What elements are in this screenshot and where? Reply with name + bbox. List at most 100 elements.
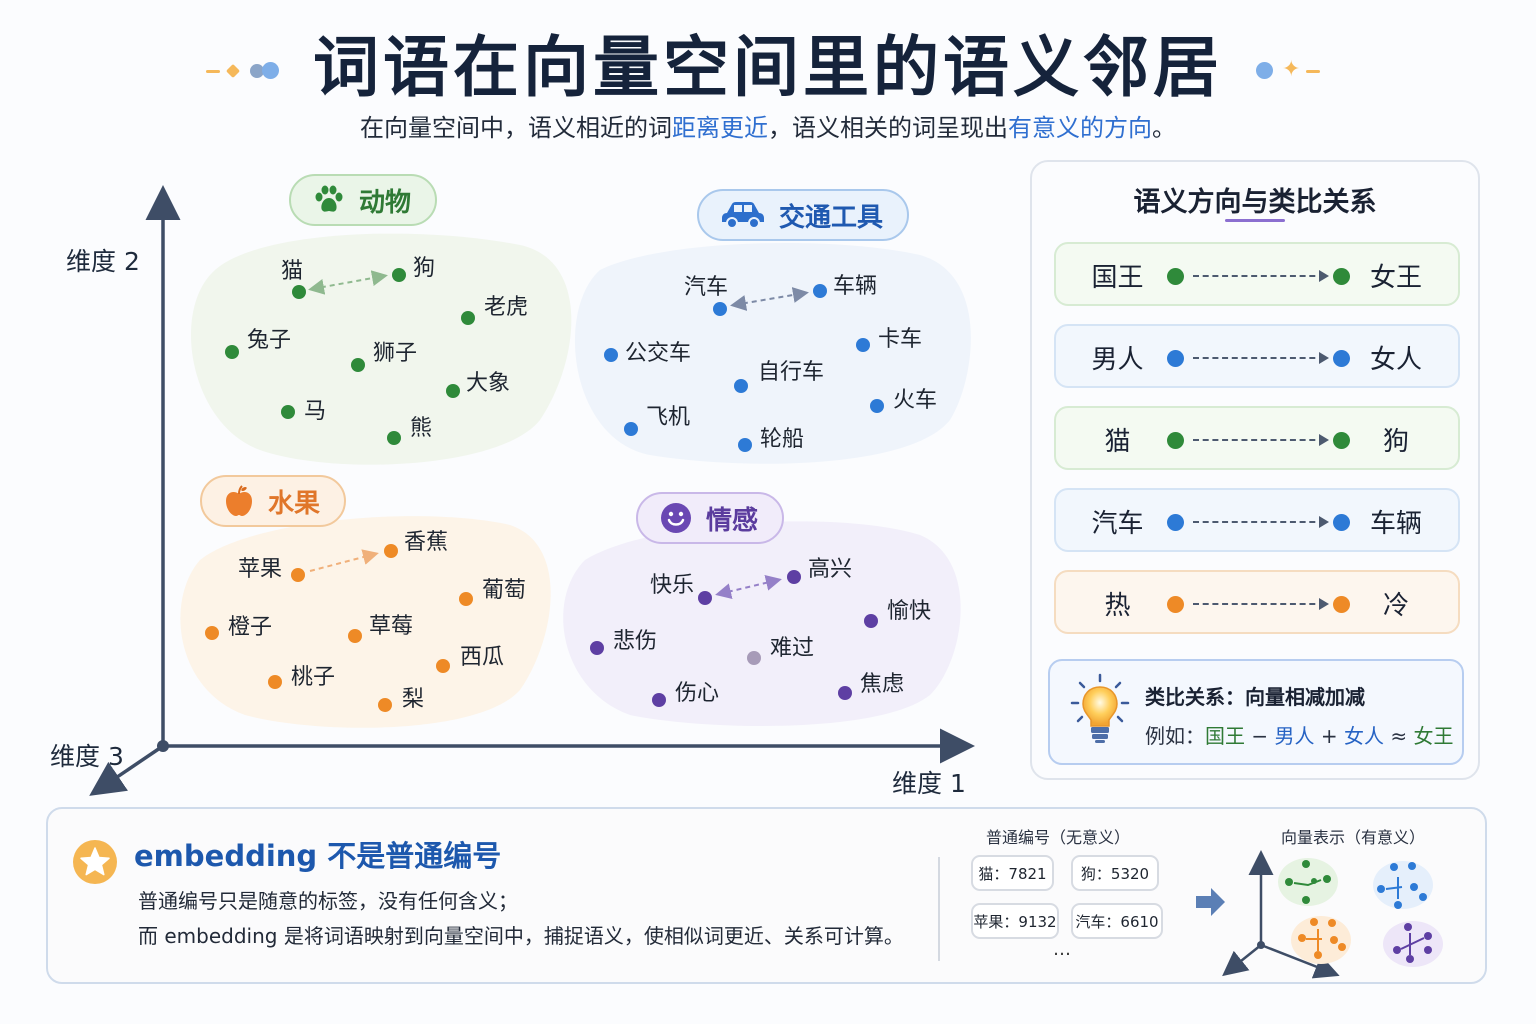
lightbulb-icon	[1070, 673, 1130, 749]
page-title: 词语在向量空间里的语义邻居	[313, 29, 1223, 106]
relation-row: 汽车 车辆	[1054, 488, 1460, 552]
relation-to: 车辆	[1369, 509, 1422, 539]
code-chip: 狗：5320	[1071, 855, 1159, 891]
subtitle-text: 在向量空间中，语义相近的词	[360, 114, 672, 142]
relation-from: 猫	[1104, 427, 1131, 457]
word-label: 难过	[770, 636, 815, 661]
eq-term: 女人	[1343, 724, 1384, 748]
word-label: 香蕉	[404, 530, 449, 555]
relation-dot	[1333, 596, 1350, 613]
right-arrow-icon	[1196, 887, 1226, 921]
explanation-line-1: 普通编号只是随意的标签，没有任何含义；	[138, 889, 518, 913]
analogy-panel-title: 语义方向与类比关系	[1133, 187, 1377, 218]
dashed-arrow-icon	[1193, 516, 1329, 528]
relation-row: 国王 女王	[1054, 242, 1460, 306]
relation-from: 男人	[1091, 345, 1144, 375]
word-label: 老虎	[484, 295, 529, 320]
relation-row: 男人 女人	[1054, 324, 1460, 388]
paw-icon	[313, 185, 345, 215]
code-chip: 猫：7821	[971, 855, 1054, 891]
word-label: 猫	[281, 259, 304, 284]
dashed-arrow-icon	[1193, 434, 1329, 446]
word-label: 焦虑	[860, 672, 905, 697]
relation-to: 女人	[1369, 345, 1422, 375]
title-decoration-right: ✦	[1256, 59, 1326, 82]
vector-repr-title: 向量表示（有意义）	[1281, 828, 1426, 847]
eq-prefix: 例如：	[1145, 724, 1205, 748]
vehicles-cluster-label: 交通工具	[779, 202, 884, 233]
tip-title: 类比关系：向量相减加减	[1145, 685, 1365, 709]
relation-dot	[1167, 514, 1184, 531]
car-icon	[721, 201, 765, 229]
word-label: 兔子	[247, 328, 292, 353]
eq-operator: ≈	[1383, 724, 1414, 748]
explanation-line-2: 而 embedding 是将词语映射到向量空间中，捕捉语义，使相似词更近、关系可…	[138, 924, 904, 948]
emotions-cluster-tag: 情感	[636, 492, 785, 544]
word-label: 火车	[893, 388, 938, 413]
relation-dot	[1167, 432, 1184, 449]
word-label: 卡车	[878, 327, 923, 352]
word-label: 悲伤	[613, 629, 658, 654]
word-label: 伤心	[675, 681, 720, 706]
emotions-cluster-region	[563, 521, 961, 727]
dashed-arrow-icon	[1193, 598, 1329, 610]
word-label: 狗	[413, 256, 436, 281]
relation-to: 冷	[1382, 591, 1409, 621]
eq-operator: +	[1314, 724, 1344, 748]
word-label: 自行车	[758, 360, 825, 385]
word-label: 车辆	[833, 274, 878, 299]
relation-from: 热	[1104, 591, 1131, 621]
word-label: 葡萄	[482, 578, 527, 603]
relation-row: 猫 狗	[1054, 406, 1460, 470]
code-chip: 苹果：9132	[971, 903, 1059, 939]
word-label: 愉快	[887, 599, 932, 624]
dashed-arrow-icon	[1193, 270, 1329, 282]
code-chip: 汽车：6610	[1071, 903, 1163, 939]
relation-to: 女王	[1369, 263, 1422, 293]
relation-dot	[1167, 350, 1184, 367]
axis-label-dim3: 维度 3	[50, 742, 124, 771]
relation-dot	[1333, 514, 1350, 531]
word-label: 西瓜	[460, 645, 505, 670]
word-label: 草莓	[369, 614, 414, 639]
word-label: 梨	[402, 687, 425, 712]
eq-term: 国王	[1205, 724, 1245, 748]
eq-term: 女王	[1413, 724, 1454, 748]
page-subtitle: 在向量空间中，语义相近的词距离更近，语义相关的词呈现出有意义的方向。	[0, 108, 1536, 143]
apple-icon	[224, 485, 254, 517]
ellipsis: …	[1053, 939, 1071, 960]
axis-label-dim2: 维度 2	[66, 247, 140, 276]
mini-vector-space-icon	[1222, 850, 1443, 979]
relation-dot	[1167, 596, 1184, 613]
subtitle-highlight-direction: 有意义的方向	[1008, 114, 1152, 142]
animals-cluster-label: 动物	[359, 187, 412, 218]
subtitle-text: 。	[1152, 114, 1176, 142]
word-label: 公交车	[625, 341, 692, 366]
word-label: 狮子	[373, 341, 418, 366]
relation-from: 汽车	[1091, 509, 1144, 539]
smiley-icon	[660, 502, 692, 534]
divider	[938, 857, 940, 961]
title-underline	[1225, 219, 1285, 222]
emotions-cluster-label: 情感	[706, 505, 759, 536]
analogy-panel: 语义方向与类比关系 国王 女王 男人 女人 猫 狗 汽车 车辆 热 冷	[1030, 160, 1480, 780]
word-label: 苹果	[238, 557, 283, 582]
plain-codes-title: 普通编号（无意义）	[986, 828, 1131, 847]
word-label: 桃子	[291, 665, 336, 690]
relation-dot	[1333, 268, 1350, 285]
animals-cluster-tag: 动物	[289, 174, 438, 226]
embedding-title: embedding 不是普通编号	[134, 839, 502, 873]
axis-label-dim1: 维度 1	[892, 769, 966, 798]
word-label: 汽车	[684, 275, 729, 300]
word-label: 橙子	[228, 615, 273, 640]
word-label: 高兴	[808, 557, 853, 582]
dashed-arrow-icon	[1193, 352, 1329, 364]
fruits-cluster-tag: 水果	[200, 475, 347, 527]
word-label: 大象	[466, 371, 511, 396]
fruits-cluster-label: 水果	[268, 488, 321, 519]
subtitle-text: ，语义相关的词呈现出	[768, 114, 1008, 142]
title-decoration-left	[206, 62, 279, 82]
fruits-cluster-region	[180, 516, 551, 728]
word-label: 轮船	[760, 427, 805, 452]
